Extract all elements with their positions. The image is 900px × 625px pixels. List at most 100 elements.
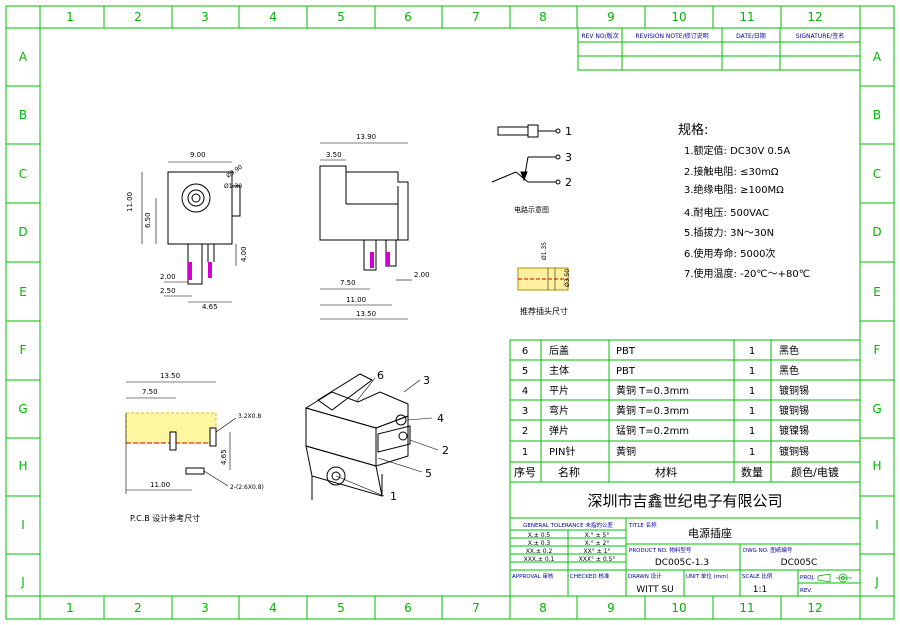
tolerance-linear: X.± 0.5 xyxy=(528,532,551,539)
title-block xyxy=(509,481,861,597)
bom-cell-finish: 镀铜锡 xyxy=(779,384,809,397)
frame-row-label: H xyxy=(872,459,881,473)
frame-column-label: 11 xyxy=(739,601,754,615)
plug-dim-body: Ø3.50 xyxy=(564,269,571,287)
rev-label: REV. xyxy=(800,588,812,594)
product-no: DC005C-1.3 xyxy=(655,558,709,568)
frame-column-label: 8 xyxy=(539,10,547,24)
frame-column-label: 11 xyxy=(739,10,754,24)
bom-cell-finish: 黑色 xyxy=(779,364,799,377)
spec-item: 3.绝缘电阻: ≥100MΩ xyxy=(684,183,784,196)
frame-column-label: 9 xyxy=(607,601,615,615)
spec-title: 规格: xyxy=(678,122,708,138)
tolerance-linear: XXX.± 0.1 xyxy=(524,556,555,563)
frame-column-label: 3 xyxy=(201,10,209,24)
circuit-pin-3: 3 xyxy=(565,151,572,164)
tolerance-angular: X.° ± 2° xyxy=(585,540,610,547)
drawn-label: DRAWN 设计 xyxy=(628,572,662,580)
frame-row-label: G xyxy=(18,402,27,416)
front-dim: 6.50 xyxy=(144,212,152,228)
bom-cell-finish: 镀镍锡 xyxy=(779,424,809,437)
side-dim: 13.90 xyxy=(356,133,376,141)
spec-item: 2.接触电阻: ≤30mΩ xyxy=(684,165,779,178)
frame-row-label: B xyxy=(873,108,881,122)
side-dim: 7.50 xyxy=(340,279,356,287)
frame-row-label: C xyxy=(19,167,27,181)
front-dim: 11.00 xyxy=(126,192,134,212)
pcb-dim: 4.65 xyxy=(220,449,228,465)
frame-column-label: 4 xyxy=(269,601,277,615)
rev-header-note: REVISION NOTE/修订说明 xyxy=(635,32,708,40)
frame-row-label: A xyxy=(873,50,882,64)
dwg-label: DWG NO. 图纸编号 xyxy=(743,546,793,554)
bom-cell-qty: 1 xyxy=(749,426,755,437)
frame-column-label: 7 xyxy=(472,601,480,615)
bom-cell-finish: 镀铜锡 xyxy=(779,404,809,417)
circuit-caption: 电路示意图 xyxy=(514,205,549,214)
front-dim: 4.00 xyxy=(240,246,248,262)
tolerance-header: GENERAL TOLERANCE 未指的公差 xyxy=(523,521,613,529)
approval-label: APPROVAL 审核 xyxy=(512,572,554,580)
frame-row-label: F xyxy=(874,343,881,357)
bom-cell-name: 弹片 xyxy=(549,424,569,437)
iso-leaders xyxy=(335,377,439,497)
frame-row-label: J xyxy=(20,575,25,589)
circuit-pin-2: 2 xyxy=(565,176,572,189)
proj-label: PROJ. xyxy=(800,575,815,581)
bom-cell-material: 黄铜 T=0.3mm xyxy=(616,384,689,397)
bom-cell-material: PBT xyxy=(616,346,636,357)
front-dim: Ø1.30 xyxy=(224,183,242,190)
projection-symbol-icon xyxy=(817,573,852,583)
rev-header-signature: SIGNATURE/签名 xyxy=(796,32,844,40)
bom-cell-finish: 黑色 xyxy=(779,344,799,357)
frame-row-label: F xyxy=(20,343,27,357)
title-label: TITLE 名称 xyxy=(628,521,657,529)
frame-row-label: B xyxy=(19,108,27,122)
plug-dim-pin: Ø1.35 xyxy=(541,242,548,260)
frame-column-label: 8 xyxy=(539,601,547,615)
side-dim: 3.50 xyxy=(326,151,342,159)
tolerance-angular: X.° ± 5° xyxy=(585,532,610,539)
checked-label: CHECKED 核准 xyxy=(570,572,610,580)
side-dim: 11.00 xyxy=(346,296,366,304)
bom-cell-finish: 镀铜锡 xyxy=(779,445,809,458)
rev-header-date: DATE/日期 xyxy=(736,32,766,40)
pcb-dim: 3.2X0.8 xyxy=(238,413,261,420)
frame-column-label: 2 xyxy=(134,10,142,24)
bom-cell-qty: 1 xyxy=(749,447,755,458)
unit-label: UNIT 单位 (mm) xyxy=(686,572,729,580)
spec-item: 5.插拔力: 3N～30N xyxy=(684,226,774,239)
bom-cell-qty: 1 xyxy=(749,346,755,357)
iso-callout-6: 6 xyxy=(377,369,384,382)
frame-row-label: A xyxy=(19,50,28,64)
bom-cell-name: 弯片 xyxy=(549,404,569,417)
frame-row-label: J xyxy=(874,575,879,589)
side-view xyxy=(319,142,412,320)
company-name: 深圳市吉鑫世纪电子有限公司 xyxy=(587,492,782,510)
spec-item: 1.额定值: DC30V 0.5A xyxy=(684,144,790,157)
bom-header-qty: 数量 xyxy=(741,466,763,479)
front-dim: 4.65 xyxy=(202,303,218,311)
bom-cell-name: PIN针 xyxy=(549,445,575,458)
frame-column-label: 12 xyxy=(807,601,822,615)
frame-column-label: 6 xyxy=(404,601,412,615)
iso-callout-1: 1 xyxy=(390,490,397,503)
pcb-dim: 11.00 xyxy=(150,481,170,489)
bom-cell-no: 5 xyxy=(522,366,528,377)
frame-column-label: 10 xyxy=(671,10,686,24)
spec-item: 6.使用寿命: 5000次 xyxy=(684,247,776,260)
front-dim: 2.00 xyxy=(160,273,176,281)
frame-column-label: 1 xyxy=(66,601,74,615)
revision-block: REV NO/版次 REVISION NOTE/修订说明 DATE/日期 SIG… xyxy=(577,27,861,71)
bom-cell-no: 3 xyxy=(522,406,528,417)
bom-cell-material: 黄铜 T=0.3mm xyxy=(616,404,689,417)
frame-column-label: 3 xyxy=(201,601,209,615)
isometric-view xyxy=(304,373,411,500)
iso-callout-4: 4 xyxy=(437,412,444,425)
